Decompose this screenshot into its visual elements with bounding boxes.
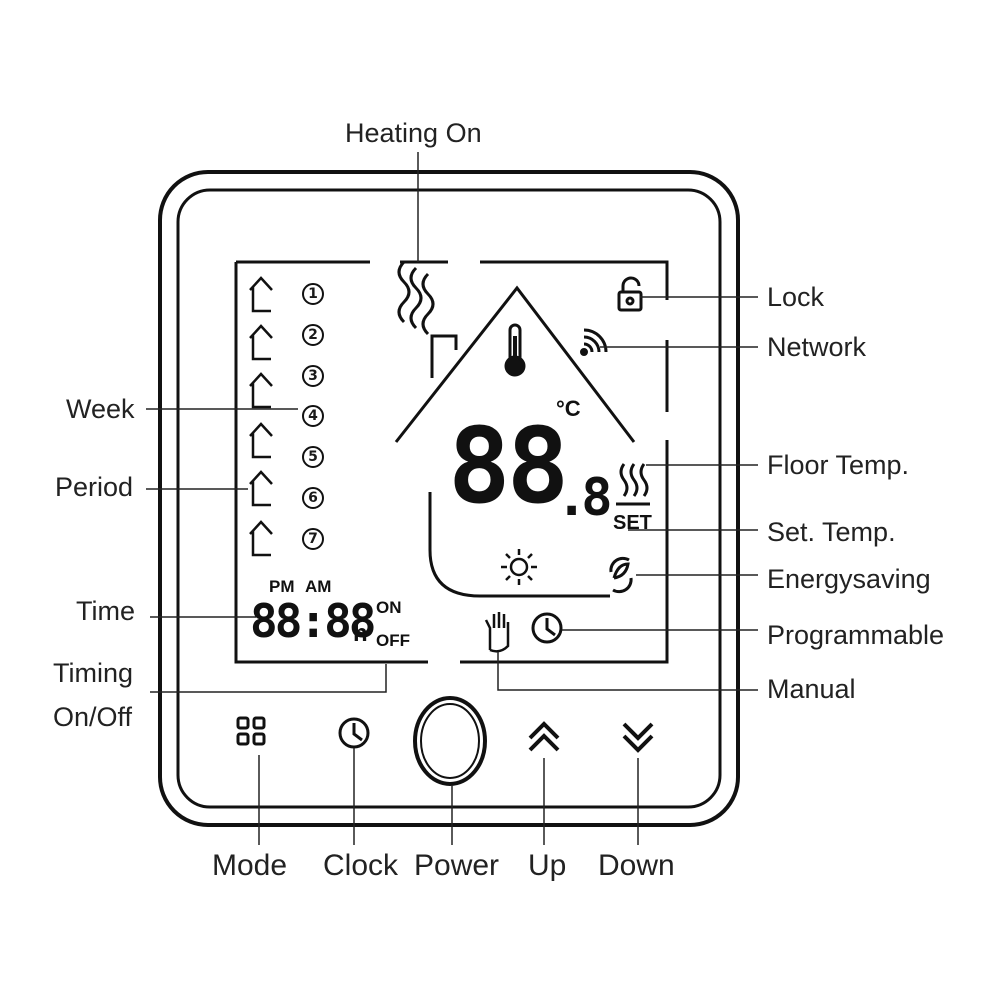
hand-icon xyxy=(484,612,510,653)
clock-icon xyxy=(531,612,563,644)
am-indicator: AM xyxy=(305,577,332,596)
timing-off-indicator: OFF xyxy=(376,631,410,650)
padlock-icon xyxy=(617,276,643,312)
label-time: Time xyxy=(76,596,135,626)
mode-button-label: Mode xyxy=(212,849,288,882)
leaf-cycle-icon xyxy=(609,556,633,594)
day-number: 6 xyxy=(302,487,324,509)
floor-heat-icon xyxy=(616,463,650,506)
day-number: 2 xyxy=(302,324,324,346)
day-number: 3 xyxy=(302,365,324,387)
label-timing: Timing xyxy=(53,658,134,688)
leader-lines xyxy=(146,152,758,845)
label-manual: Manual xyxy=(767,674,856,704)
power-button-shape xyxy=(413,696,487,786)
power-button-label: Power xyxy=(414,849,500,882)
sun-icon xyxy=(501,549,537,585)
label-lock: Lock xyxy=(767,282,825,312)
double-chevron-up-icon xyxy=(528,721,560,752)
device-outer-frame xyxy=(158,170,740,827)
down-button[interactable] xyxy=(613,712,663,762)
time-digits: 88:88 xyxy=(250,594,376,648)
set-indicator: SET xyxy=(613,512,652,534)
temperature-digits: 88 xyxy=(448,405,569,527)
house-outline xyxy=(394,285,636,598)
label-set-temp: Set. Temp. xyxy=(767,517,896,547)
label-timing-onoff: On/Off xyxy=(53,702,133,732)
wifi-signal-icon xyxy=(580,328,608,356)
mode-button[interactable] xyxy=(226,706,276,756)
day-number: 1 xyxy=(302,283,324,305)
label-programmable: Programmable xyxy=(767,620,945,650)
label-period: Period xyxy=(55,472,134,502)
temperature-decimal: .8 xyxy=(556,468,613,528)
hour-unit: h xyxy=(353,620,368,647)
heating-waves-icon xyxy=(397,260,435,336)
label-week: Week xyxy=(66,394,135,424)
day-number: 5 xyxy=(302,446,324,468)
double-chevron-down-icon xyxy=(622,722,654,753)
clock-button-icon xyxy=(338,717,370,749)
thermometer-icon xyxy=(504,323,526,377)
four-squares-icon xyxy=(236,716,266,746)
label-floor-temp: Floor Temp. xyxy=(767,450,910,480)
label-network: Network xyxy=(767,332,867,362)
celsius-unit: °C xyxy=(556,396,581,421)
power-button[interactable] xyxy=(414,697,486,785)
device-inner-frame xyxy=(176,188,722,809)
timing-on-indicator: ON xyxy=(376,598,402,617)
pm-indicator: PM xyxy=(269,577,295,596)
day-house-icons xyxy=(249,276,273,557)
clock-button-label: Clock xyxy=(323,849,399,882)
up-button[interactable] xyxy=(519,712,569,762)
label-energysaving: Energysaving xyxy=(767,564,931,594)
day-number: 4 xyxy=(302,405,324,427)
up-button-label: Up xyxy=(528,849,567,882)
day-number: 7 xyxy=(302,528,324,550)
clock-button[interactable] xyxy=(329,708,379,758)
label-heating-on: Heating On xyxy=(345,118,482,148)
lcd-border xyxy=(234,260,669,664)
down-button-label: Down xyxy=(598,849,675,882)
